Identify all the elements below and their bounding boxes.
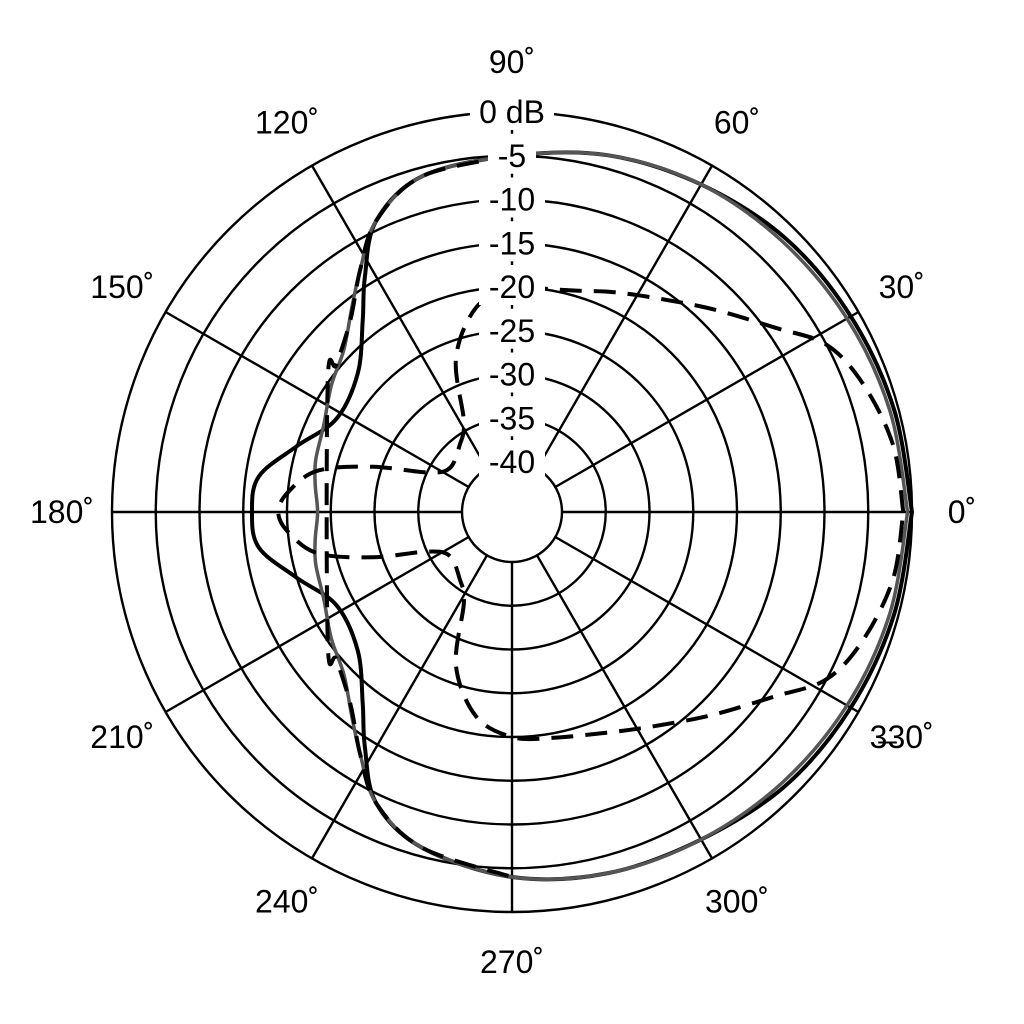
series-line-0 [249, 150, 914, 882]
grid-spoke-5 [164, 310, 470, 489]
series-2-point-12 [456, 358, 457, 359]
db-label-bg-1 [488, 133, 536, 174]
angle-tick-label: 90˚ [489, 44, 535, 80]
db-label-bg-6 [479, 352, 545, 393]
grid-spoke-10 [535, 554, 714, 860]
angle-label-layer: 0˚ 30˚ 60˚ 90˚ 120˚ 150˚ 180˚ 210˚ 240˚ 270˚ 300˚ 3… [30, 44, 976, 980]
db-label-bg-5 [479, 308, 545, 349]
series-layer [249, 150, 914, 882]
db-tick-label: -25 [489, 313, 535, 349]
angle-tick-label: 180˚ [30, 494, 94, 530]
angle-tick-label: 150˚ [90, 269, 154, 305]
grid-spoke-11 [554, 535, 860, 714]
angle-tick-label: 270˚ [480, 944, 544, 980]
grid-spoke-8 [310, 554, 489, 860]
db-label-layer: 0 dB -5 -10 -15 -20 -25 -30 -35 -40 [470, 90, 554, 480]
series-2-point-37 [863, 639, 864, 640]
db-tick-label: -5 [498, 138, 526, 174]
angle-tick-label: 30˚ [879, 269, 925, 305]
db-tick-label: -30 [489, 357, 535, 393]
angle-tick-label: 3̶30˚ [870, 719, 934, 755]
angle-tick-label: 210˚ [90, 719, 154, 755]
db-tick-label: -40 [489, 444, 535, 480]
angle-tick-label: 60˚ [714, 104, 760, 140]
series-2-point-34 [714, 714, 715, 715]
db-label-bg-4 [479, 265, 545, 305]
db-label-bg-0 [470, 90, 554, 130]
db-tick-label: -35 [489, 400, 535, 436]
grid-spoke-7 [164, 535, 470, 714]
series-line-1 [313, 150, 910, 881]
db-tick-label: -15 [489, 225, 535, 261]
grid-spoke-2 [535, 164, 714, 470]
db-tick-label: -20 [489, 269, 535, 305]
db-label-bg-7 [479, 396, 545, 437]
db-label-bg-8 [479, 440, 545, 480]
angle-tick-label: 300˚ [705, 884, 769, 920]
grid-spoke-4 [310, 164, 489, 470]
series-line-2 [276, 283, 906, 742]
angle-tick-label: 120˚ [255, 104, 319, 140]
series-2-point-13 [463, 421, 464, 422]
grid-layer [110, 110, 914, 914]
series-2-point-38 [893, 579, 894, 580]
db-label-bg-2 [479, 177, 545, 218]
db-tick-label: -10 [489, 182, 535, 218]
series-2-point-28 [456, 665, 457, 666]
db-label-bg-3 [479, 221, 545, 262]
series-2-point-22 [317, 553, 318, 554]
series-2-point-32 [614, 731, 615, 732]
angle-tick-label: 0˚ [948, 494, 976, 530]
angle-tick-label: 240˚ [255, 884, 319, 920]
grid-spoke-1 [554, 310, 860, 489]
db-tick-label: 0 dB [479, 94, 545, 130]
series-2-point-35 [775, 696, 776, 697]
